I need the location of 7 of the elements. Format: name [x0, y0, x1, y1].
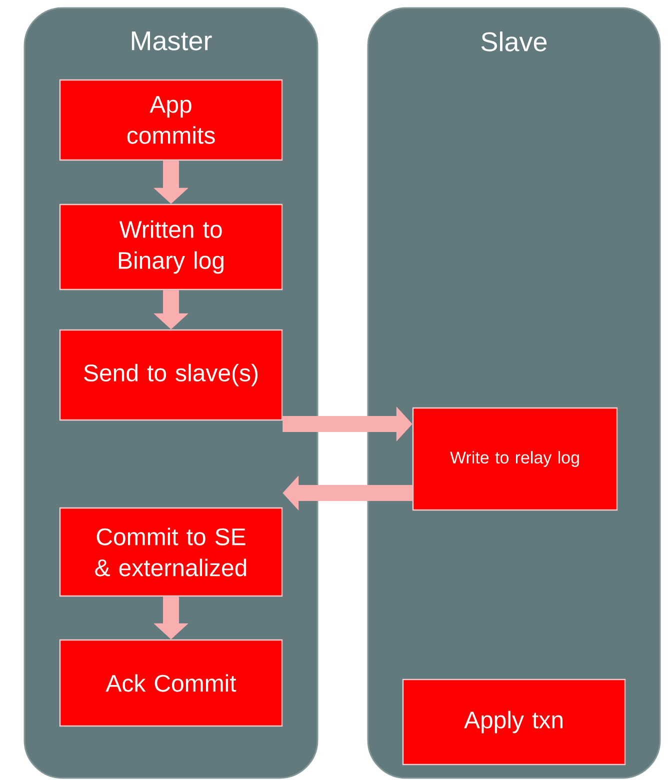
process-box: App commits	[59, 79, 283, 161]
process-box: Ack Commit	[59, 639, 283, 727]
process-box: Apply txn	[402, 678, 626, 766]
process-box: Write to relay log	[412, 407, 618, 511]
process-box: Written to Binary log	[59, 204, 283, 290]
process-box: Commit to SE & externalized	[59, 507, 283, 597]
process-box: Send to slave(s)	[59, 329, 283, 421]
